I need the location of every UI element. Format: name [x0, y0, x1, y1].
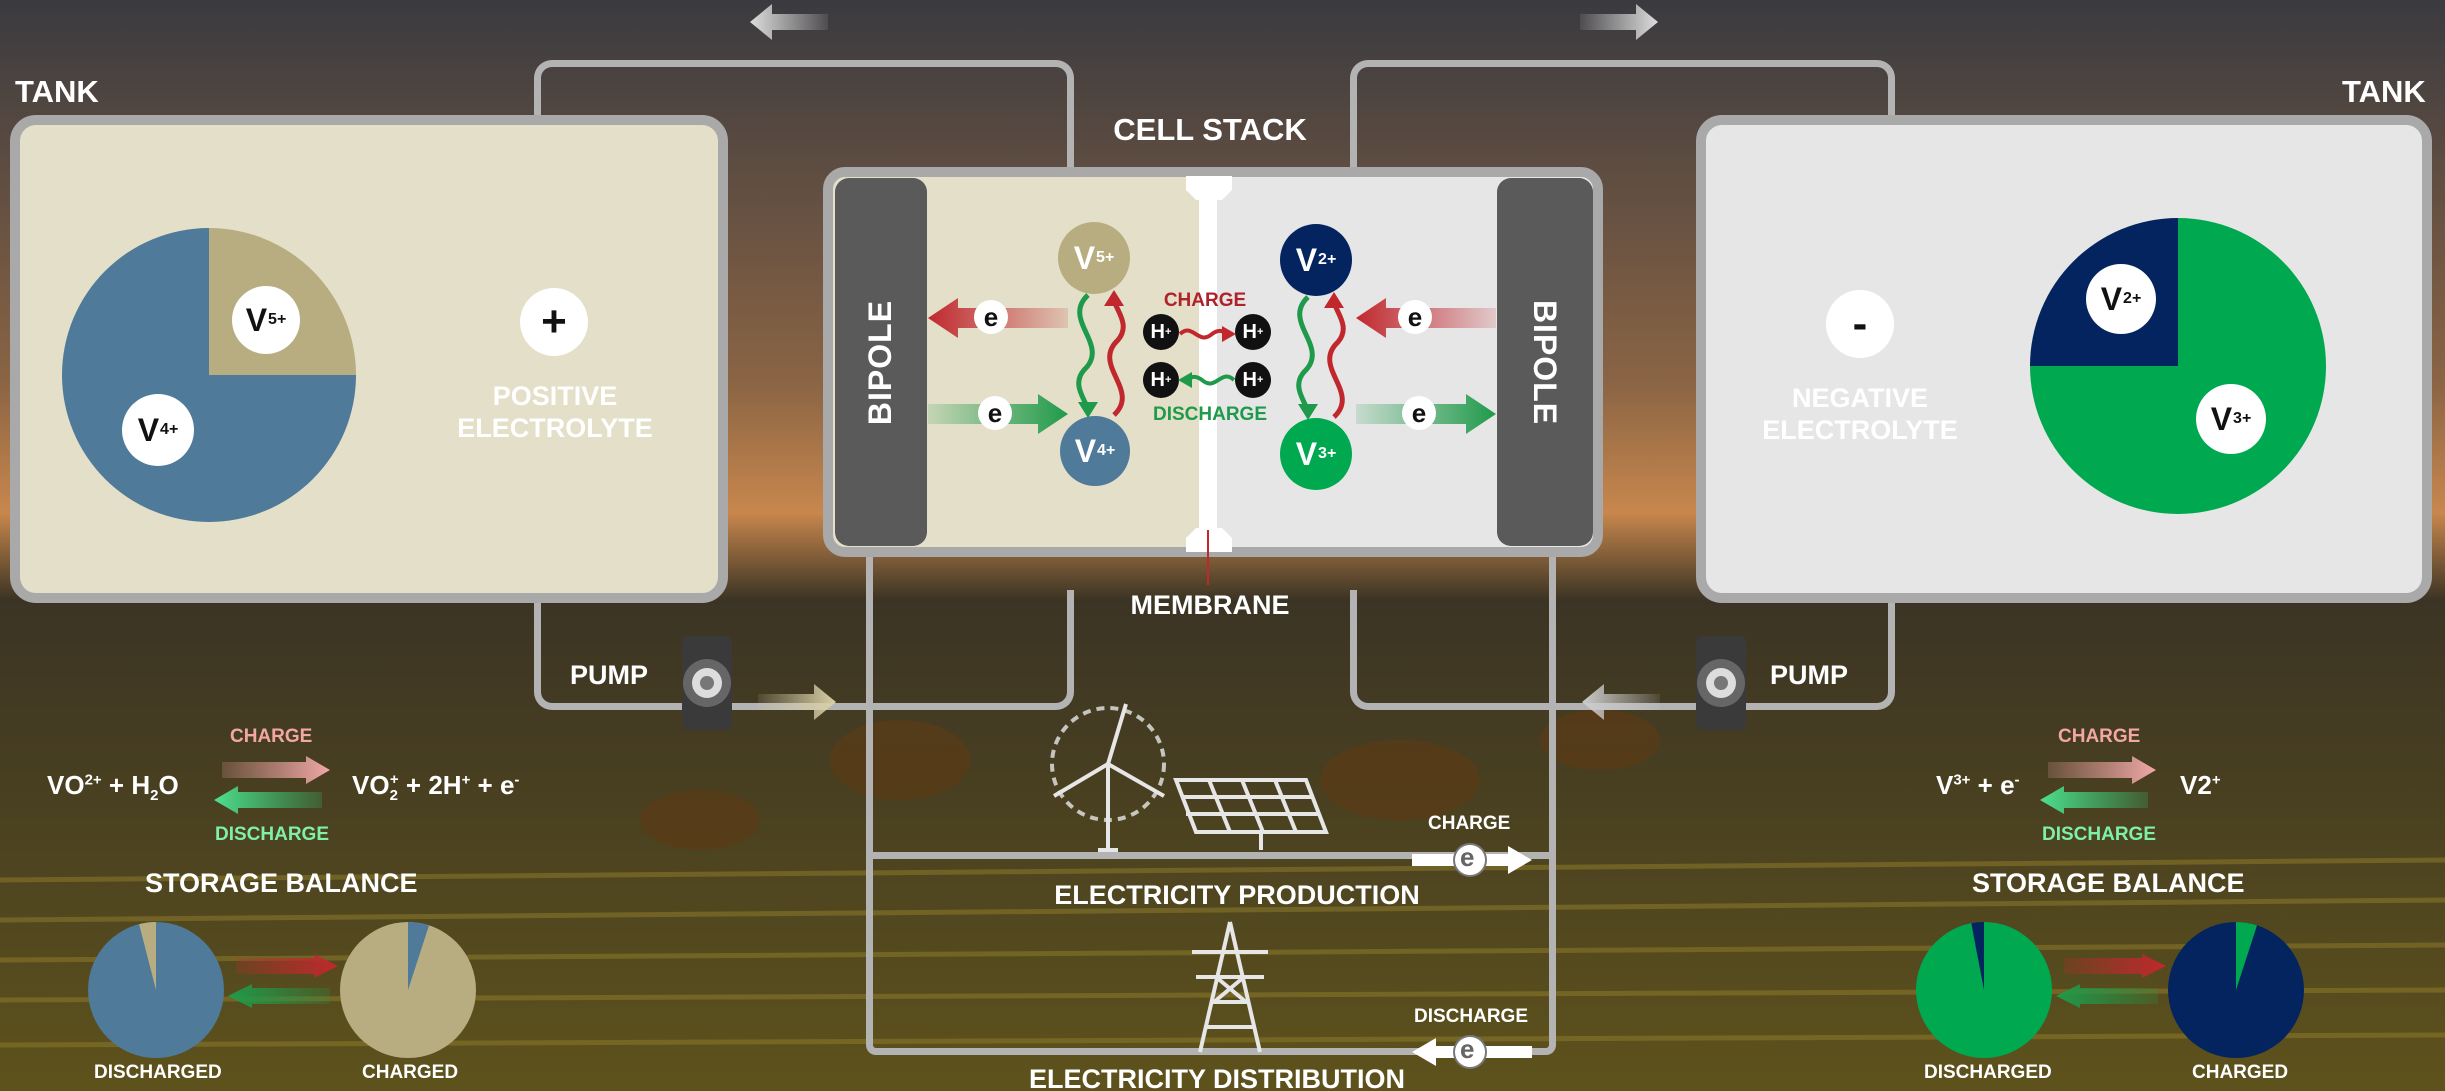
left-pump-icon: [682, 636, 732, 730]
power-pylon-icon: [1192, 921, 1268, 1053]
left-redox-arrows: [1076, 290, 1126, 418]
membrane-pointer: [1207, 530, 1209, 585]
left-charged-pie: [340, 922, 476, 1058]
left-storage-balance-title: STORAGE BALANCE: [145, 868, 418, 898]
bipole-right: BIPOLE: [1497, 178, 1593, 546]
right-redox-arrows: [1296, 292, 1346, 420]
cell-discharge-label: DISCHARGE: [1152, 404, 1267, 425]
right-balance-arrows: [2056, 954, 2166, 1008]
right-charged-label: CHARGED: [2192, 1062, 2289, 1083]
right-tank-title: TANK: [2342, 74, 2426, 109]
left-discharged-v5-slice: [139, 922, 156, 990]
membrane-label: MEMBRANE: [1130, 590, 1290, 620]
right-reaction-discharge-arrow: [2040, 786, 2148, 814]
positive-tank-pie: [62, 228, 356, 522]
left-tank-title: TANK: [15, 74, 99, 109]
electron-left-discharge: e: [978, 396, 1012, 430]
left-balance-arrows: [228, 954, 338, 1008]
left-discharged-pie: [88, 922, 224, 1058]
right-discharged-pie: [1916, 922, 2052, 1058]
right-pump-label: PUMP: [1770, 660, 1849, 690]
electron-right-discharge: e: [1402, 396, 1436, 430]
left-reaction-charge-arrow: [222, 756, 330, 784]
grid-discharge-label: DISCHARGE: [1414, 1006, 1529, 1027]
grid-wire: [866, 550, 1556, 1055]
right-reaction-discharge-label: DISCHARGE: [2042, 824, 2157, 845]
left-pump-label: PUMP: [570, 660, 649, 690]
negative-tank-pie: [2030, 218, 2326, 514]
pump-flow-arrow-left: [758, 684, 836, 720]
wind-solar-icon: [1050, 703, 1329, 852]
proton-flow-arrows: [1178, 326, 1236, 388]
left-charged-label: CHARGED: [362, 1062, 459, 1083]
electron-left-charge: e: [974, 300, 1008, 334]
right-charged-pie: [2168, 922, 2304, 1058]
grid-charge-arrow: [1412, 843, 1532, 877]
cell-stack-title: CELL STACK: [1113, 112, 1307, 147]
electricity-production-label: ELECTRICITY PRODUCTION: [1054, 880, 1420, 910]
pump-flow-arrow-right: [1582, 684, 1660, 720]
membrane-seals: [1186, 176, 1232, 552]
electricity-distribution-label: ELECTRICITY DISTRIBUTION: [1028, 1064, 1405, 1091]
right-reaction-lhs: V3+ + e-: [1936, 770, 2020, 800]
right-storage-balance-title: STORAGE BALANCE: [1972, 868, 2245, 898]
right-pump-icon: [1696, 636, 1746, 730]
left-charged-v4-slice: [408, 922, 430, 990]
left-reaction-rhs: VO2+ + 2H+ + e-: [352, 770, 520, 805]
left-reaction-charge-label: CHARGE: [230, 726, 313, 747]
cell-charge-label: CHARGE: [1163, 290, 1247, 311]
left-reaction-lhs: VO2+ + H2O: [47, 770, 179, 805]
grid-charge-electron: e: [1460, 842, 1475, 872]
membrane: [1199, 177, 1217, 551]
grid-wire-mid: [866, 852, 1556, 859]
grid-charge-label: CHARGE: [1428, 813, 1511, 834]
proton-left-top: H+: [1143, 314, 1179, 350]
positive-sign-icon: +: [520, 288, 588, 356]
left-reaction-discharge-label: DISCHARGE: [215, 824, 330, 845]
proton-left-bottom: H+: [1143, 362, 1179, 398]
right-discharged-label: DISCHARGED: [1924, 1062, 2052, 1083]
left-reaction-discharge-arrow: [214, 786, 322, 814]
right-discharged-v2-slice: [1971, 922, 1984, 990]
right-reaction-rhs: V2+: [2180, 770, 2221, 800]
electron-right-charge: e: [1398, 300, 1432, 334]
proton-right-top: H+: [1235, 314, 1271, 350]
right-reaction-charge-label: CHARGE: [2058, 726, 2141, 747]
flow-arrow-left: [750, 4, 828, 40]
left-discharged-label: DISCHARGED: [94, 1062, 222, 1083]
proton-right-bottom: H+: [1235, 362, 1271, 398]
flow-arrow-right: [1580, 4, 1658, 40]
negative-sign-icon: -: [1826, 290, 1894, 358]
right-charged-v3-slice: [2236, 922, 2258, 990]
bipole-left: BIPOLE: [835, 178, 927, 546]
grid-discharge-arrow: [1412, 1035, 1532, 1069]
right-reaction-charge-arrow: [2048, 756, 2156, 784]
grid-discharge-electron: e: [1460, 1034, 1475, 1064]
